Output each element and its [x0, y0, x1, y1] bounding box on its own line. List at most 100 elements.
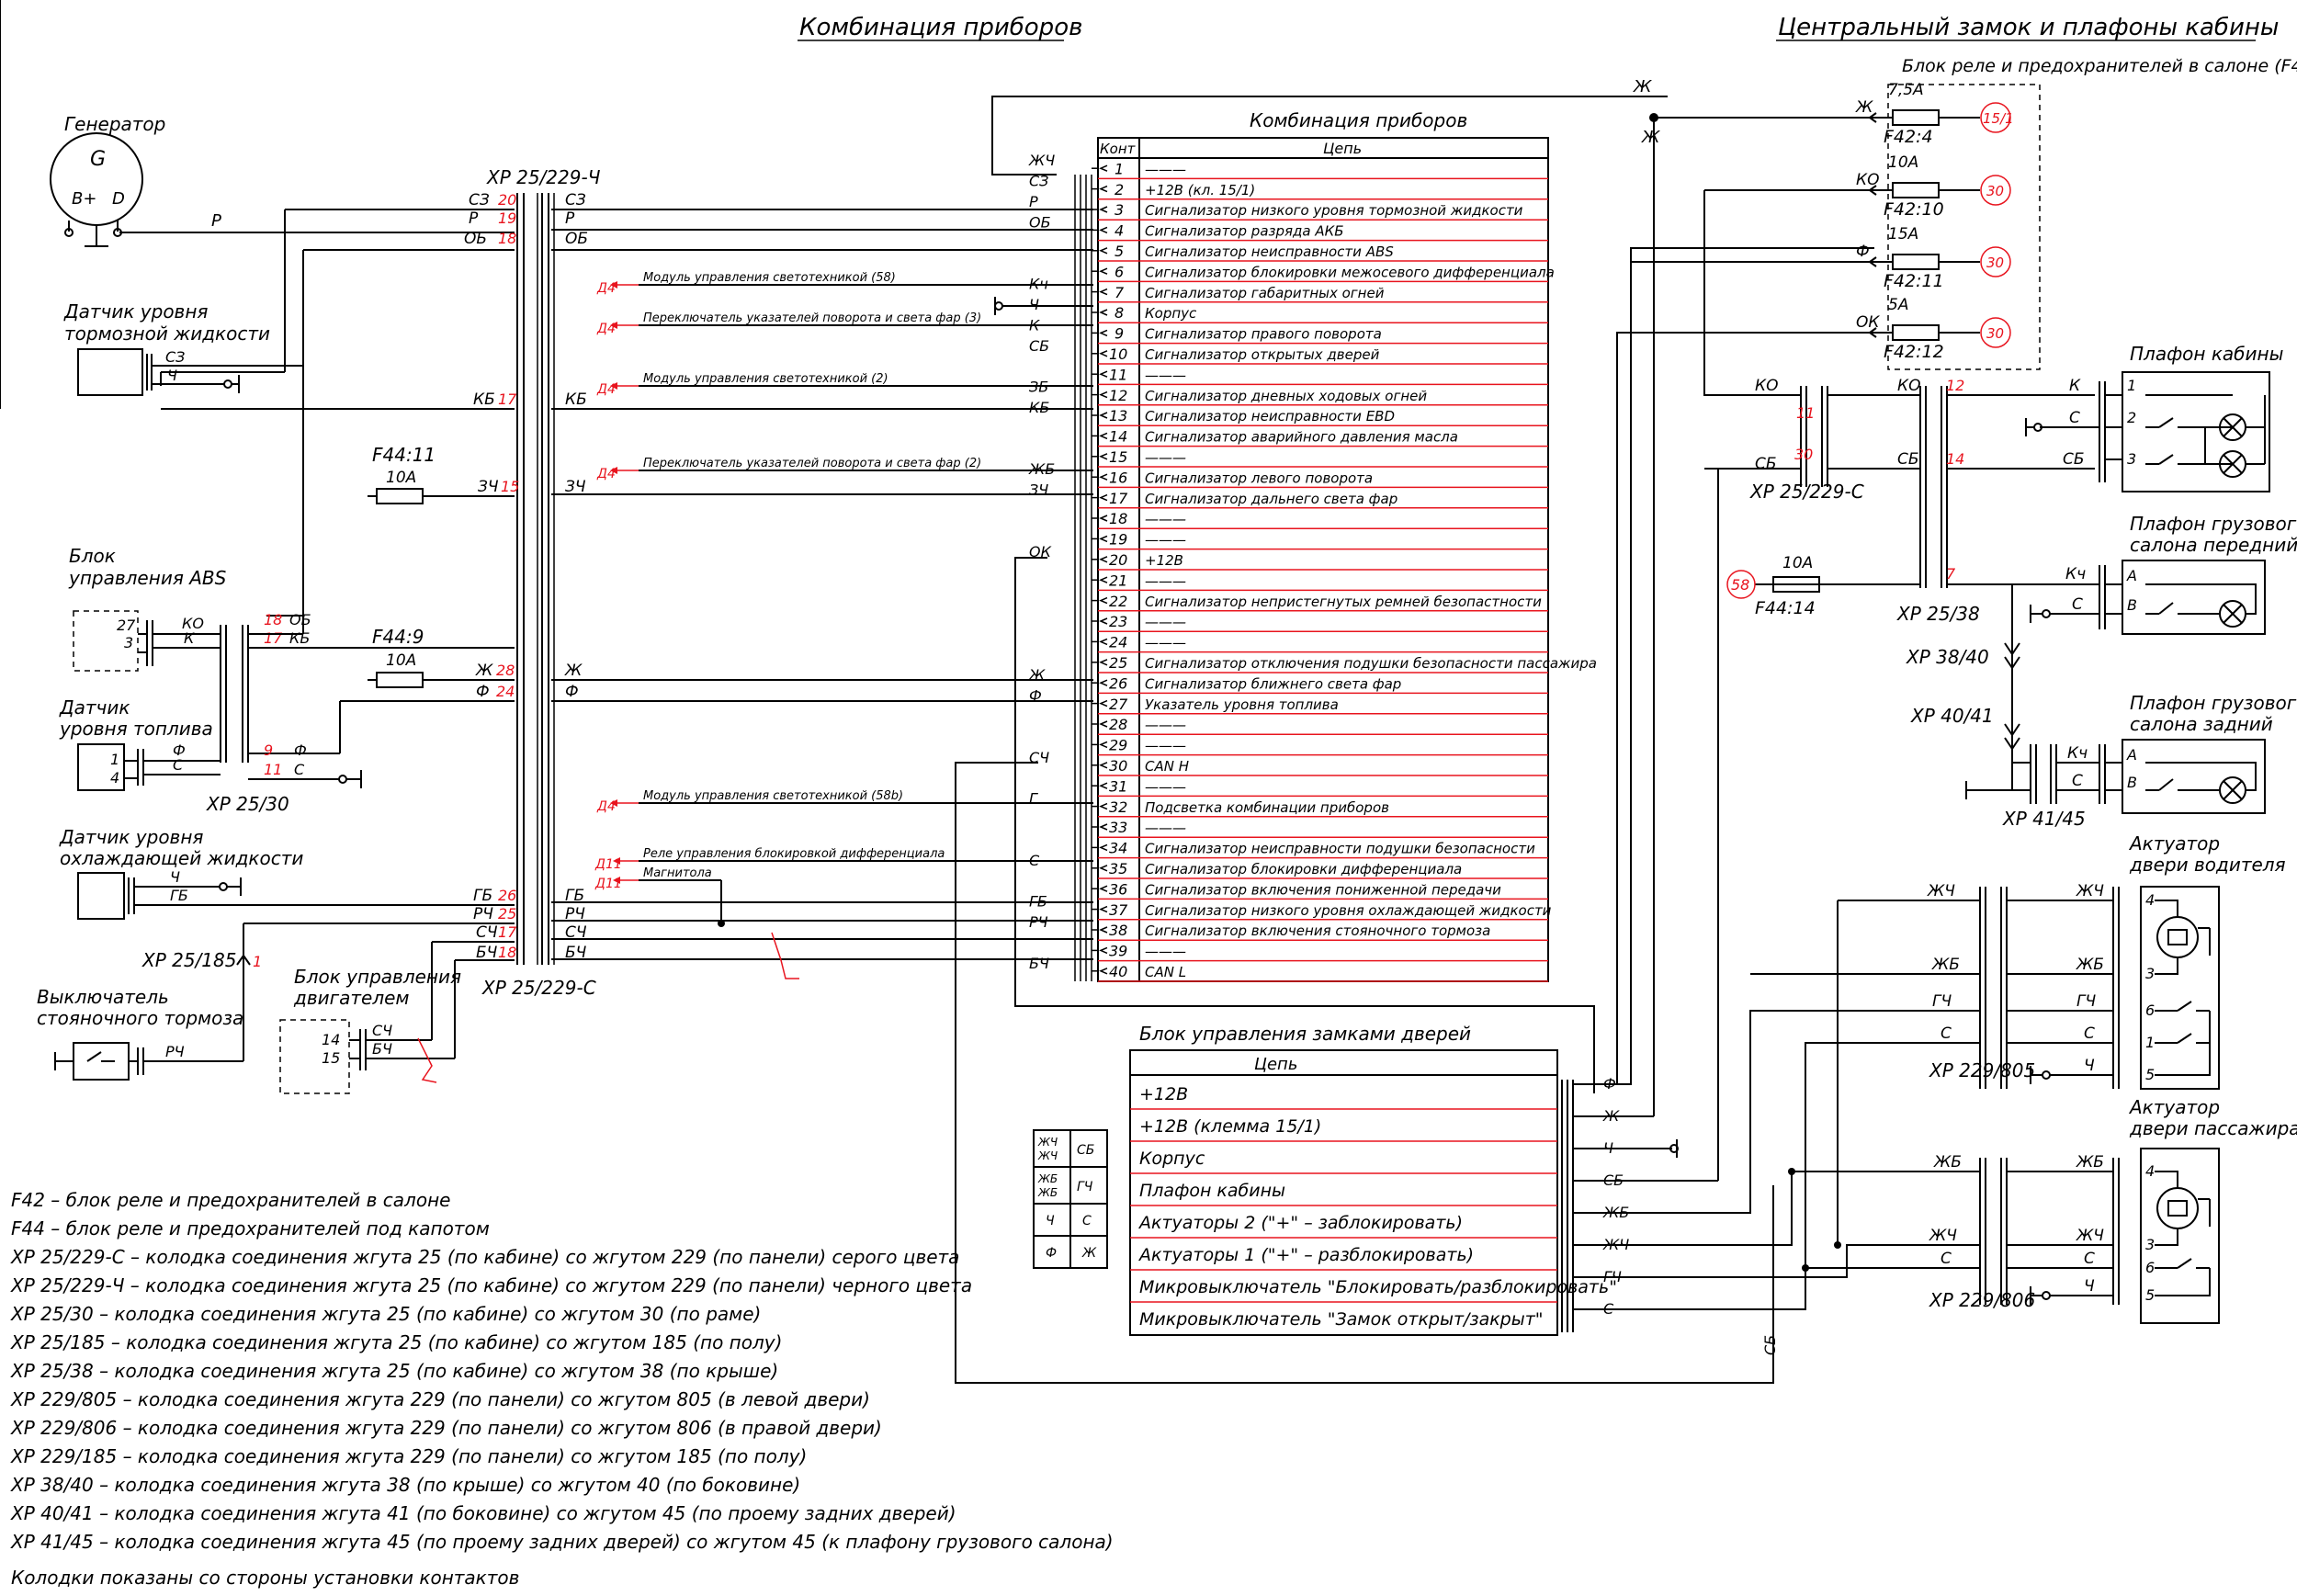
- connector-xp25-229-ch: XP 25/229-Ч СЗ 20 СЗ Р 19 Р ОБ 18 ОБ: [464, 166, 601, 248]
- cluster-pin: 28: [1109, 716, 1127, 733]
- cluster-pin: 38: [1109, 922, 1127, 939]
- cluster-pin-arrow: [1099, 946, 1108, 955]
- svg-text:10А: 10А: [386, 651, 416, 670]
- svg-text:Ф: Ф: [565, 683, 579, 701]
- svg-text:салона задний: салона задний: [2130, 713, 2273, 735]
- svg-text:ЖБ: ЖБ: [1931, 956, 1960, 974]
- svg-text:Ж: Ж: [1633, 77, 1652, 96]
- svg-text:F44:11: F44:11: [372, 444, 436, 466]
- svg-text:Р: Р: [469, 209, 479, 228]
- cluster-pin: 20: [1109, 551, 1127, 569]
- svg-text:Ч: Ч: [1046, 1214, 1055, 1228]
- legend-line: Колодки показаны со стороны установки ко…: [11, 1567, 519, 1589]
- cluster-circuit: ———: [1145, 161, 1186, 177]
- cluster-wire-color: Ф: [1029, 687, 1042, 705]
- cluster-circuit: ———: [1145, 635, 1186, 651]
- svg-text:Ж: Ж: [1081, 1246, 1097, 1261]
- svg-text:ЖЧ: ЖЧ: [1037, 1136, 1058, 1149]
- cluster-wire-color: БЧ: [1029, 955, 1049, 972]
- cluster-pin: 35: [1109, 860, 1127, 877]
- svg-text:F44:14: F44:14: [1755, 598, 1816, 618]
- cluster-pin: 31: [1109, 777, 1127, 795]
- passenger-door-actuator: Актуатор двери пассажира ЖБ ЖЧ С ЖБ ЖЧ С…: [1929, 1096, 2297, 1324]
- fuse-f44-14: 58 10А F44:14: [1726, 554, 1820, 618]
- svg-text:4: 4: [110, 769, 119, 787]
- svg-text:ГЧ: ГЧ: [1932, 992, 1952, 1011]
- cluster-wire-color: ЖЧ: [1028, 152, 1055, 169]
- svg-text:Реле управления блокировкой ди: Реле управления блокировкой дифференциал…: [643, 847, 945, 861]
- svg-text:D: D: [112, 189, 125, 209]
- legend-line: XP 41/45 – колодка соединения жгута 45 (…: [10, 1531, 1114, 1553]
- svg-text:Р: Р: [211, 211, 221, 231]
- f42-fuse-terminal: [1980, 102, 2011, 133]
- cluster-pin: 40: [1109, 963, 1127, 980]
- cluster-circuit: Сигнализатор неисправности EBD: [1145, 408, 1395, 424]
- cluster-circuit: Сигнализатор дневных ходовых огней: [1145, 388, 1427, 404]
- cluster-pin-arrow: [1099, 659, 1108, 666]
- cab-lamp: Плафон кабины К С СБ 1 2 3: [2025, 343, 2283, 492]
- central-connector-bars: [516, 193, 555, 965]
- cluster-circuit: Сигнализатор неисправности ABS: [1145, 243, 1394, 260]
- cluster-circuit: Сигнализатор включения пониженной переда…: [1145, 881, 1501, 898]
- cluster-pin-arrow: [1099, 843, 1108, 852]
- f42-fuse-name: F42:11: [1884, 271, 1944, 291]
- svg-text:БЧ: БЧ: [372, 1040, 392, 1058]
- cluster-pin: 15: [1109, 448, 1127, 466]
- lock-unit-right-wires: [1573, 247, 1980, 1310]
- svg-text:6: 6: [2145, 1002, 2155, 1019]
- svg-text:управления ABS: управления ABS: [68, 567, 227, 589]
- cluster-circuit: ———: [1145, 572, 1186, 589]
- legend-line: XP 229/805 – колодка соединения жгута 22…: [10, 1388, 870, 1410]
- svg-text:Ф: Ф: [476, 683, 490, 701]
- cluster-pin: 6: [1115, 263, 1124, 280]
- svg-text:Д4: Д4: [596, 467, 616, 481]
- cluster-wire-color: Г: [1029, 790, 1038, 808]
- cluster-circuit: Сигнализатор дальнего света фар: [1145, 491, 1397, 507]
- svg-text:ГБ: ГБ: [565, 887, 584, 905]
- f42-fuse-term-label: 30: [1986, 325, 2004, 342]
- lock-circuit: Актуаторы 1 ("+" – разблокировать): [1137, 1245, 1474, 1265]
- cluster-circuit: Сигнализатор открытых дверей: [1145, 346, 1380, 363]
- cluster-pin-arrow: [1099, 679, 1108, 686]
- cluster-pin: 11: [1109, 366, 1127, 383]
- svg-text:СЗ: СЗ: [565, 191, 586, 209]
- svg-text:ГБ: ГБ: [473, 887, 492, 905]
- cluster-pin-arrow: [1099, 823, 1108, 831]
- svg-text:СБ: СБ: [1761, 1335, 1779, 1355]
- cluster-pin: 37: [1109, 901, 1128, 919]
- svg-text:ЖБ: ЖБ: [1037, 1186, 1058, 1199]
- svg-text:ЖЧ: ЖЧ: [1037, 1149, 1058, 1162]
- cluster-outer-wires: [955, 96, 1774, 1384]
- svg-text:двери пассажира: двери пассажира: [2129, 1117, 2297, 1139]
- svg-text:ЖБ: ЖБ: [1933, 1153, 1962, 1172]
- legend: F42 – блок реле и предохранителей в сало…: [10, 1189, 1114, 1589]
- svg-text:XP 40/41: XP 40/41: [1910, 705, 1994, 727]
- cluster-pin: 18: [1109, 510, 1127, 527]
- cluster-pin: 7: [1115, 284, 1125, 301]
- svg-text:К: К: [2069, 377, 2081, 395]
- svg-text:9: 9: [264, 741, 273, 759]
- svg-text:Датчик уровня: Датчик уровня: [59, 826, 203, 848]
- svg-text:двигателем: двигателем: [293, 987, 410, 1009]
- svg-text:18: 18: [264, 611, 282, 628]
- svg-text:4: 4: [2145, 1162, 2155, 1180]
- cluster-circuit: ———: [1145, 532, 1186, 549]
- svg-text:Переключатель указателей повор: Переключатель указателей поворота и свет…: [643, 311, 981, 325]
- f42-fuse-amp: 15А: [1888, 225, 1918, 243]
- cluster-pin: 26: [1109, 674, 1127, 692]
- cluster-circuit: Сигнализатор габаритных огней: [1145, 285, 1385, 301]
- svg-text:20: 20: [498, 191, 516, 209]
- svg-text:Плафон грузового: Плафон грузового: [2130, 513, 2297, 535]
- svg-text:Магнитола: Магнитола: [643, 866, 712, 880]
- driver-door-actuator: Актуатор двери водителя ЖЧ ЖБ ГЧ С ЖЧ ЖБ…: [1927, 832, 2286, 1090]
- svg-text:Модуль управления светотехнико: Модуль управления светотехникой (58): [643, 271, 896, 285]
- cluster-pin-arrow: [1099, 370, 1108, 378]
- svg-text:тормозной жидкости: тормозной жидкости: [64, 323, 270, 345]
- svg-text:19: 19: [498, 209, 516, 227]
- svg-text:СБ: СБ: [1755, 455, 1777, 473]
- f42-fuse-name: F42:12: [1884, 342, 1944, 362]
- svg-text:В: В: [2127, 596, 2137, 614]
- svg-text:КО: КО: [182, 615, 204, 632]
- cluster-wire-color: Ч: [1029, 296, 1039, 313]
- cluster-circuit: ———: [1145, 717, 1186, 733]
